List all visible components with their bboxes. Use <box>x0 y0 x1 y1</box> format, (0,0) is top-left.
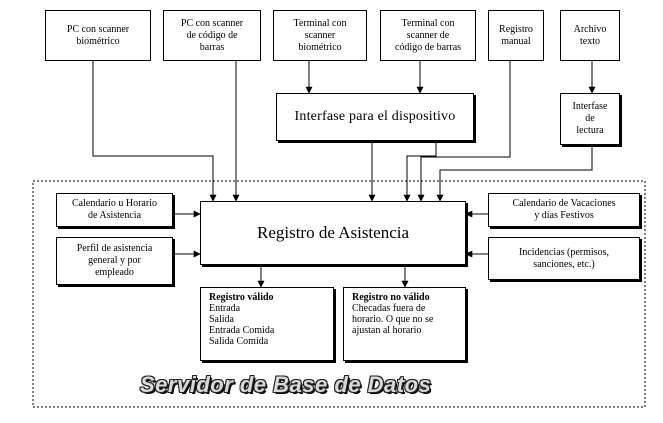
source-terminal-barcode: Terminal con scanner de código de barras <box>380 10 476 61</box>
source-text-file: Archivo texto <box>560 10 620 61</box>
valid-record-box: Registro válido Entrada Salida Entrada C… <box>200 287 334 361</box>
connector-reading-interface <box>436 145 593 202</box>
invalid-record-box: Registro no válido Checadas fuera de hor… <box>343 287 466 361</box>
schedule-input: Calendario u Horario de Asistencia <box>56 193 173 227</box>
attendance-record: Registro de Asistencia <box>200 201 466 265</box>
device-interface: Interfase para el dispositivo <box>276 93 474 141</box>
invalid-record-lines: Checadas fuera de horario. O que no se a… <box>352 303 434 336</box>
connector-interface-right <box>403 141 437 202</box>
valid-record-heading: Registro válido <box>209 292 274 303</box>
source-pc-biometric: PC con scanner biométrico <box>45 10 151 61</box>
source-terminal-biometric: Terminal con scanner biométrico <box>273 10 367 61</box>
connector-manual <box>417 61 511 202</box>
connector-pc-biometric <box>92 61 217 202</box>
holidays-input: Calendario de Vacaciones y días Festivos <box>488 193 640 227</box>
valid-record-lines: Entrada Salida Entrada Comida Salida Com… <box>209 303 275 347</box>
source-pc-barcode: PC con scanner de código de barras <box>163 10 261 61</box>
server-label: Servidor de Base de Datos <box>140 372 432 397</box>
invalid-record-heading: Registro no válido <box>352 292 430 303</box>
source-manual-record: Registro manual <box>488 10 544 61</box>
server-boundary <box>32 180 646 408</box>
incidents-input: Incidencias (permisos, sanciones, etc.) <box>488 237 640 280</box>
reading-interface: Interfase de lectura <box>560 93 620 145</box>
profile-input: Perfil de asistencia general y por emple… <box>56 237 173 285</box>
